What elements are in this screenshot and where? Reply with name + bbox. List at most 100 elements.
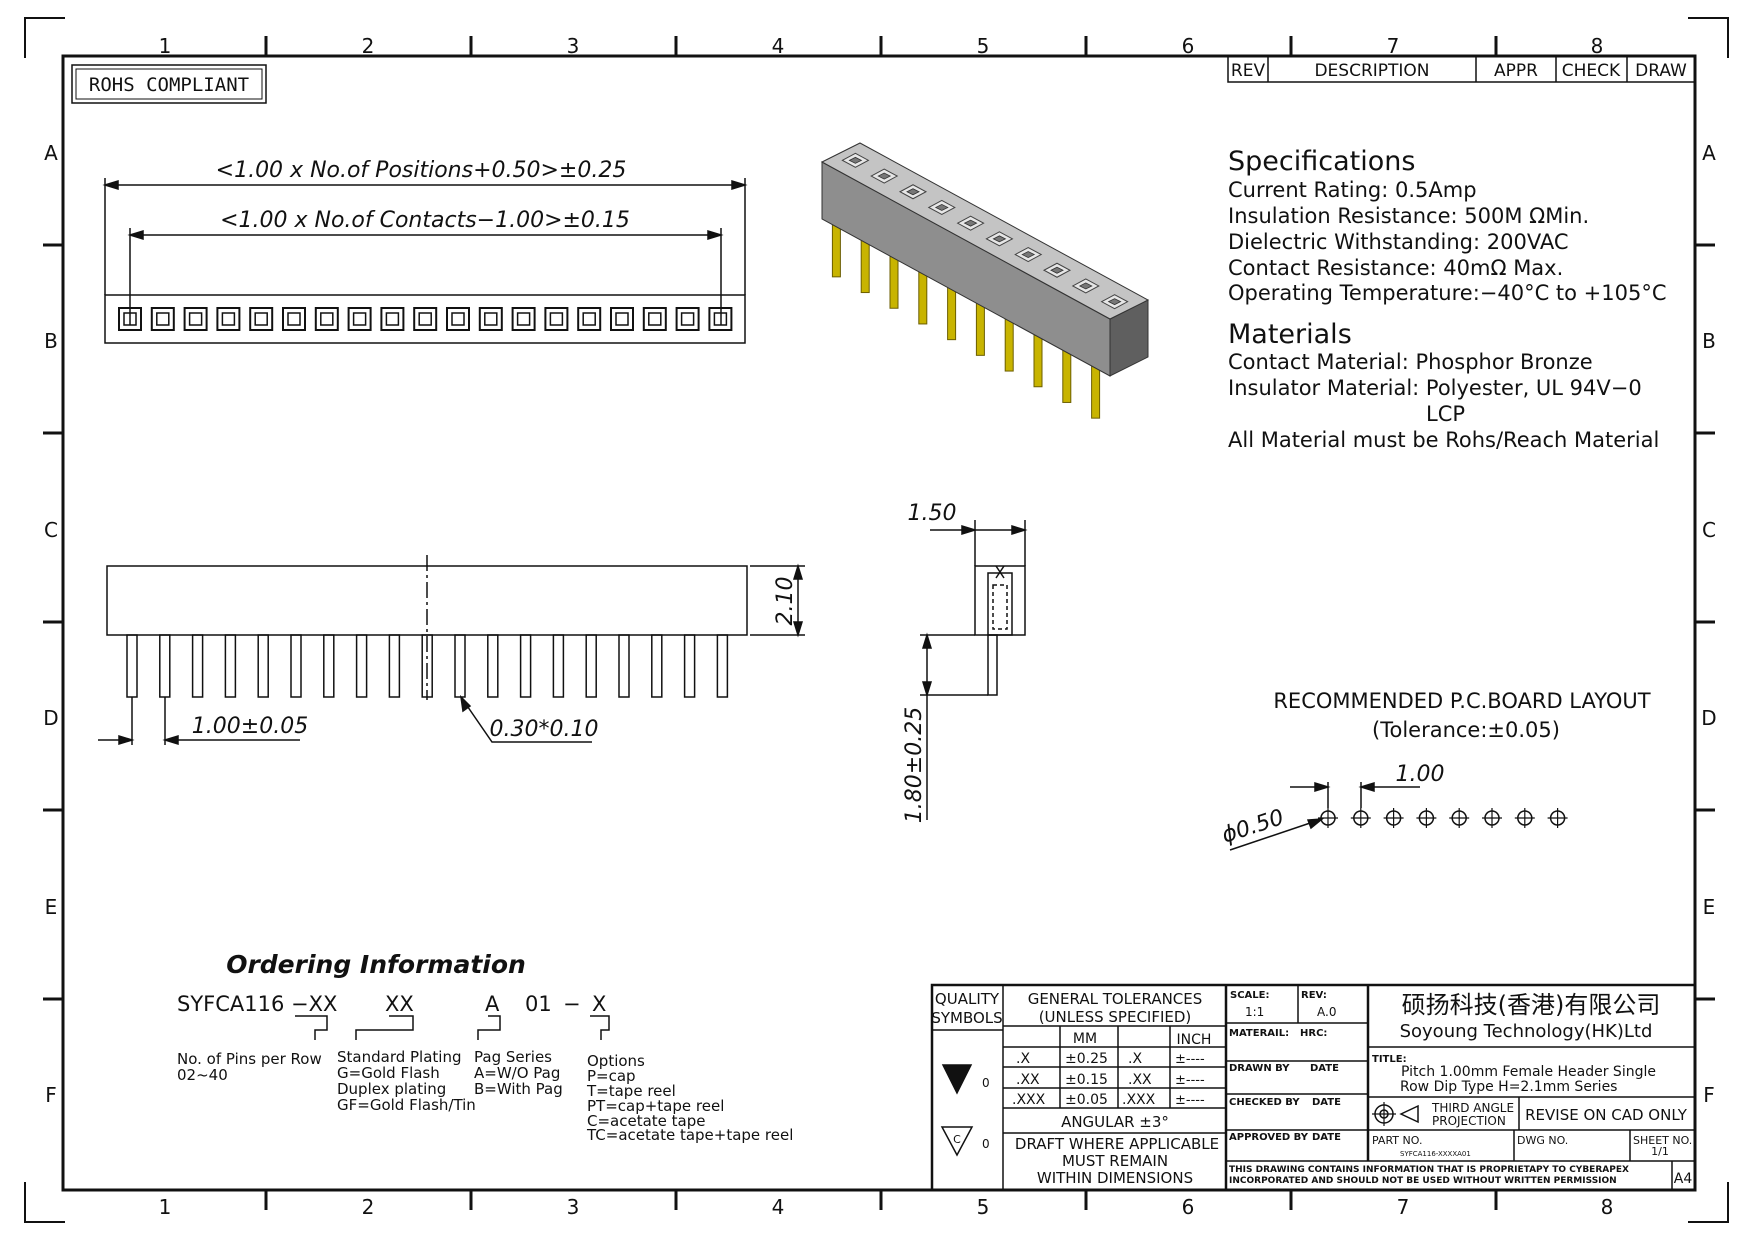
check-header: CHECK — [1562, 61, 1621, 81]
pin-length-dim: 1.80±0.25 — [902, 707, 927, 823]
draft-note: MUST REMAIN — [1062, 1152, 1168, 1170]
tol-inch: ±---- — [1175, 1052, 1205, 1067]
top-hole-inner — [385, 312, 400, 326]
iso-hole-inner — [848, 156, 863, 164]
width-dim: 1.50 — [908, 501, 957, 526]
projection-label: PROJECTION — [1432, 1114, 1506, 1128]
top-hole-inner — [680, 312, 695, 326]
corner-marks — [24, 17, 1729, 1223]
iso-hole-inner — [963, 219, 978, 227]
pcb-layout-title: RECOMMENDED P.C.BOARD LAYOUT — [1273, 689, 1650, 713]
part-segment: 01 — [525, 992, 552, 1016]
top-hole-inner — [320, 312, 334, 326]
row-label: C — [1702, 518, 1716, 542]
option-line: 02~40 — [177, 1066, 228, 1084]
top-hole — [511, 307, 536, 331]
pcb-pitch-dim: 1.00 — [1396, 762, 1445, 787]
option-line: Duplex plating — [337, 1080, 446, 1098]
top-hole — [642, 307, 667, 331]
projection-label: THIRD ANGLE — [1431, 1101, 1514, 1115]
pcb-layout-tolerance: (Tolerance:±0.05) — [1372, 718, 1560, 742]
draw-header: DRAW — [1635, 61, 1687, 81]
rev-header: REV — [1231, 61, 1266, 81]
col-label: 3 — [567, 1195, 580, 1219]
row-label: F — [1703, 1083, 1715, 1107]
inch-header: INCH — [1177, 1032, 1212, 1048]
front-pin — [519, 634, 532, 698]
spec-line: Contact Resistance: 40mΩ Max. — [1228, 256, 1563, 280]
front-pin — [618, 634, 630, 698]
front-pin — [421, 634, 433, 698]
top-hole-inner — [123, 312, 137, 326]
grid-labels: 1 2 3 4 5 6 7 8 1 2 3 4 5 6 7 8 A B C D … — [43, 34, 1716, 1219]
top-hole-inner — [156, 312, 170, 326]
front-pin — [388, 634, 401, 698]
top-hole-inner — [713, 312, 728, 326]
insulator-material-cont: LCP — [1426, 402, 1465, 426]
tol-idec: .X — [1128, 1051, 1142, 1067]
drawn-by-label: DRAWN BY — [1229, 1063, 1290, 1074]
drawing-title: Pitch 1.00mm Female Header Single — [1401, 1064, 1656, 1080]
front-pin — [683, 634, 696, 698]
top-hole — [183, 307, 208, 331]
iso-pins — [831, 216, 1101, 419]
top-hole-inner — [254, 312, 268, 326]
option-line: PT=cap+tape reel — [587, 1097, 724, 1115]
part-segment: − — [563, 992, 581, 1016]
top-hole — [577, 307, 602, 331]
quality-symbol-b — [940, 1126, 974, 1157]
tol-mm: ±0.05 — [1065, 1092, 1108, 1108]
specifications: Specifications Current Rating: 0.5Amp In… — [1228, 146, 1667, 305]
checked-by-label: CHECKED BY — [1229, 1097, 1300, 1108]
top-hole — [610, 307, 634, 331]
top-hole — [413, 307, 438, 331]
spec-line: Operating Temperature:−40°C to +105°C — [1228, 281, 1667, 305]
top-hole — [544, 307, 569, 331]
front-pin — [224, 634, 237, 698]
top-hole — [216, 307, 241, 331]
top-hole-inner — [418, 312, 432, 326]
part-segment: XX — [385, 992, 414, 1016]
top-hole-inner — [188, 312, 203, 326]
option-line: P=cap — [587, 1067, 636, 1085]
col-label: 4 — [772, 34, 785, 58]
materials-title: Materials — [1228, 319, 1352, 350]
front-pin — [159, 634, 171, 698]
quality-symbol-a — [941, 1064, 973, 1095]
proprietary-notice: THIS DRAWING CONTAINS INFORMATION THAT I… — [1229, 1165, 1629, 1175]
tol-mm: ±0.15 — [1065, 1072, 1108, 1088]
front-pin — [487, 634, 499, 698]
title-block — [930, 983, 1697, 1192]
top-hole — [347, 307, 372, 331]
iso-holes — [841, 152, 1129, 310]
col-label: 7 — [1397, 1195, 1410, 1219]
mm-header: MM — [1073, 1031, 1097, 1047]
top-hole-inner — [221, 312, 236, 326]
paper-size: A4 — [1674, 1171, 1693, 1187]
front-pin — [323, 634, 335, 698]
approved-by-label: APPROVED BY — [1229, 1132, 1309, 1143]
symbol-b-value: 0 — [982, 1137, 990, 1151]
option-line: GF=Gold Flash/Tin — [337, 1096, 476, 1114]
material-note: All Material must be Rohs/Reach Material — [1228, 428, 1659, 452]
option-line: A=W/O Pag — [474, 1064, 560, 1082]
pcb-layout — [1229, 781, 1568, 851]
sheet-no-value: 1/1 — [1651, 1145, 1669, 1158]
part-no-value: SYFCA116-XXXXA01 — [1400, 1150, 1471, 1158]
top-hole-inner — [451, 312, 465, 326]
tol-inch: ±---- — [1175, 1093, 1205, 1108]
top-hole — [314, 307, 339, 331]
proprietary-notice: INCORPORATED AND SHOULD NOT BE USED WITH… — [1229, 1176, 1617, 1186]
insulator-material: Insulator Material: Polyester, UL 94V−0 — [1228, 376, 1642, 400]
iso-hole-inner — [1078, 282, 1093, 290]
option-line: T=tape reel — [586, 1082, 676, 1100]
part-no-label: PART NO. — [1372, 1134, 1422, 1147]
front-pin — [290, 634, 302, 698]
option-line: No. of Pins per Row — [177, 1050, 322, 1068]
scale-value: 1:1 — [1245, 1005, 1264, 1019]
col-label: 2 — [362, 1195, 375, 1219]
front-pin — [126, 634, 138, 698]
rev-label: REV: — [1301, 990, 1327, 1001]
contact-material: Contact Material: Phosphor Bronze — [1228, 350, 1593, 374]
